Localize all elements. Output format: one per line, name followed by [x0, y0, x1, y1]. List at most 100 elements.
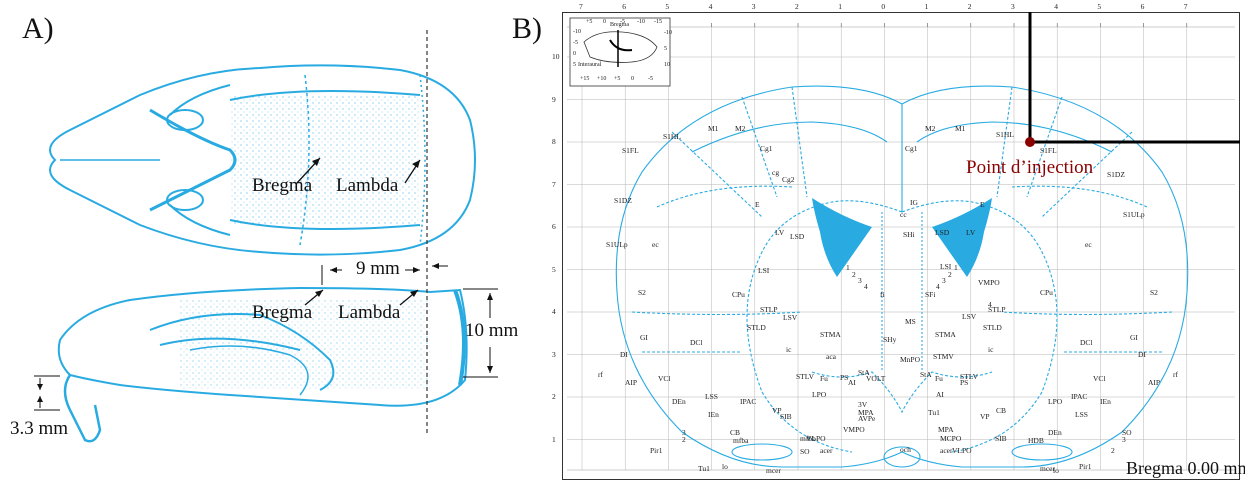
- region-label-left: LSD: [790, 232, 805, 241]
- region-label-right: MCPO: [940, 434, 962, 443]
- region-label-left: E: [755, 200, 760, 209]
- region-label-left: ic: [786, 345, 792, 354]
- region-label-left: M1: [708, 124, 719, 133]
- region-label-right: DCl: [1080, 338, 1093, 347]
- region-label-right: LSV: [962, 312, 977, 321]
- region-label-left: StA: [858, 368, 870, 377]
- region-label-right: VP: [980, 412, 990, 421]
- region-label-right: CPu: [1040, 288, 1053, 297]
- top-tick-label: 3: [751, 2, 756, 11]
- region-label-left: ec: [652, 240, 659, 249]
- left-tick-label: 8: [552, 137, 556, 146]
- brain-outline: [615, 85, 1189, 468]
- region-label-right: STLV: [960, 372, 979, 381]
- top-tick-label: 0: [881, 2, 886, 11]
- region-label-left: Fu: [820, 374, 828, 383]
- region-label-right: LPO: [1048, 397, 1063, 406]
- inset-top-number: -15: [654, 19, 662, 25]
- region-label-left: acer: [820, 446, 833, 455]
- region-label-left: M2: [735, 124, 746, 133]
- region-label-right: LSS: [1075, 410, 1088, 419]
- region-label-left: LSV: [783, 313, 798, 322]
- region-label-right: STLD: [983, 323, 1002, 332]
- region-label-right: IPAC: [1071, 392, 1088, 401]
- left-tick-label: 7: [552, 179, 556, 189]
- region-label-right: STMA: [935, 330, 956, 339]
- region-label-left: AVPe: [858, 414, 876, 423]
- brain-atlas-coronal-section: [567, 12, 1240, 471]
- region-label-left: SO: [800, 447, 810, 456]
- region-label-left: LSI: [758, 266, 770, 275]
- region-label-center: MS: [905, 317, 916, 326]
- region-label-left: GI: [640, 333, 648, 342]
- region-label-left: cg: [772, 168, 780, 177]
- brain-atlas-frame: [562, 12, 1240, 480]
- region-label-left: CPu: [732, 290, 745, 299]
- region-label-center: SHi: [903, 230, 915, 239]
- region-label-left: rf: [598, 370, 603, 379]
- region-label-left: MPA: [858, 408, 874, 417]
- region-label-left: lo: [722, 462, 728, 471]
- region-label-left: AI: [848, 378, 856, 387]
- inset-top-number: +5: [586, 19, 593, 25]
- injection-point-marker: [1025, 137, 1035, 147]
- region-label-center: IG: [910, 198, 918, 207]
- lambda-label-side: Lambda: [338, 302, 401, 323]
- inset-sagittal-map: [569, 17, 671, 87]
- top-tick-label: 1: [838, 2, 842, 11]
- region-label-left: STLD: [747, 323, 766, 332]
- region-label-right: LSI: [940, 262, 952, 271]
- region-label-left: S1DZ: [614, 196, 632, 205]
- region-label-right: GI: [1130, 333, 1138, 342]
- region-label-left: mfbb: [800, 434, 816, 443]
- region-label-right: Fu: [935, 374, 943, 383]
- region-label-left: AIP: [625, 378, 638, 387]
- region-label-left: S1HL: [663, 132, 681, 141]
- region-label-left: Tu1: [698, 464, 710, 473]
- region-label-left: IEn: [708, 410, 719, 419]
- region-label-left: VMPO: [843, 425, 865, 434]
- region-label-left: LPO: [812, 390, 827, 399]
- region-label-right: M2: [925, 124, 936, 133]
- left-tick-label: 3: [552, 349, 556, 359]
- top-tick-label: 6: [1140, 2, 1145, 11]
- inset-bottom-number: +15: [580, 76, 590, 82]
- region-label-right: DEn: [1048, 428, 1062, 437]
- region-label-left: CB: [730, 428, 741, 437]
- region-label-right: VLPO: [952, 446, 972, 455]
- inset-top-number: 0: [603, 19, 606, 25]
- left-tick-label: 9: [552, 94, 556, 104]
- region-label-left: 3: [682, 428, 686, 437]
- inset-left-number: -10: [573, 29, 581, 35]
- left-tick-label: 6: [552, 222, 556, 231]
- region-label-left: Cg2: [782, 175, 795, 184]
- region-label-left: mfba: [733, 436, 749, 445]
- inset-bottom-number: -5: [648, 76, 653, 82]
- region-label-right: 2: [1111, 446, 1115, 455]
- region-label-center: fi: [880, 290, 885, 299]
- region-label-right: M1: [955, 124, 966, 133]
- top-tick-label: 7: [579, 2, 583, 11]
- region-small-number: 3: [858, 276, 862, 285]
- left-lateral-ventricle: [812, 198, 872, 277]
- region-label-left: VOLT: [866, 374, 886, 383]
- inset-left-number: -5: [573, 40, 578, 46]
- region-label-left: S2: [638, 288, 646, 297]
- inset-right-number: 5: [664, 46, 667, 52]
- region-label-right: LV: [966, 228, 976, 237]
- region-small-number: 3: [942, 276, 946, 285]
- region-label-right: PS: [960, 378, 969, 387]
- right-lateral-ventricle: [932, 198, 992, 277]
- top-tick-label: 3: [1011, 2, 1015, 11]
- region-label-right: ec: [1085, 240, 1092, 249]
- region-label-right: Cg1: [905, 144, 918, 153]
- inset-left-number: 0: [573, 51, 576, 57]
- region-label-center: MnPO: [900, 355, 921, 364]
- inset-bottom-number: +10: [597, 76, 607, 82]
- top-tick-label: 4: [708, 2, 713, 11]
- region-label-right: S1ULp: [1123, 210, 1145, 219]
- injection-point-label: Point d’injection: [966, 157, 1094, 178]
- region-label-left: DEn: [672, 397, 686, 406]
- skull-illustration: [34, 30, 498, 443]
- distance-9mm-label: 9 mm: [356, 258, 400, 279]
